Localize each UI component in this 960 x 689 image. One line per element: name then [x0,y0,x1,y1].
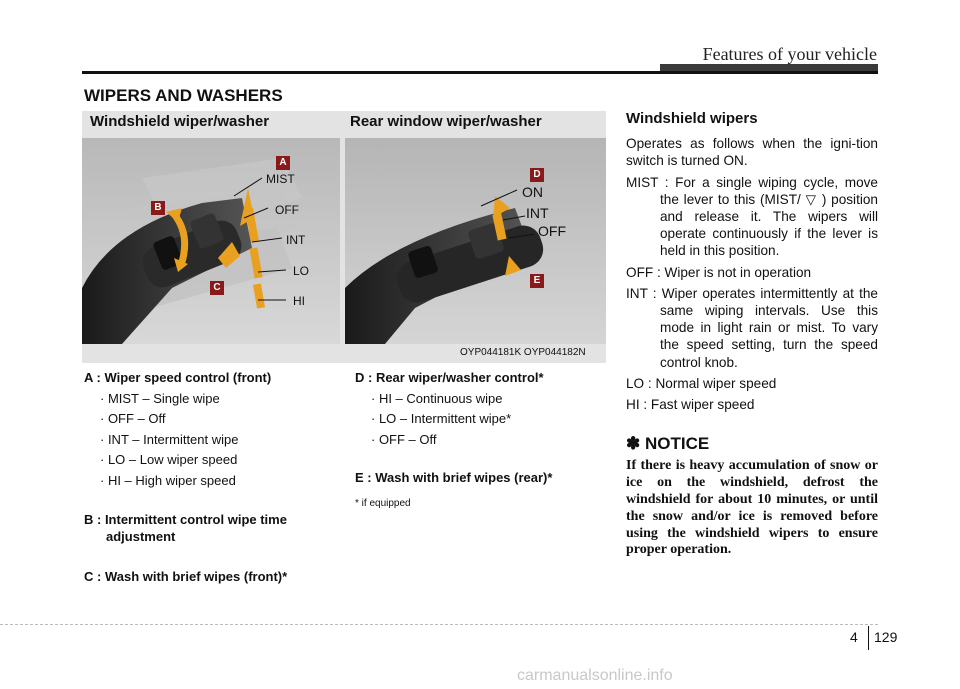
legend-a-title: A : Wiper speed control (front) [84,370,272,385]
footer-rule [0,624,878,626]
section-title: WIPERS AND WASHERS [84,86,283,105]
hi-description: HI : Fast wiper speed [626,397,755,413]
legend-a-item: · INT – Intermittent wipe [100,431,239,447]
notice-heading: ✽ NOTICE [626,434,710,454]
label-int: INT [286,233,306,247]
letter-e-badge: E [530,274,544,288]
off-description: OFF : Wiper is not in operation [626,264,812,280]
footnote: * if equipped [355,497,411,509]
legend-a-item: · MIST – Single wipe [100,390,220,406]
legend-a-item: · LO – Low wiper speed [100,452,238,467]
mist-text-b: ) position and release it. The wipers wi… [660,191,878,259]
mist-symbol-icon: ▽ [800,191,822,207]
footer-page-number: 129 [874,629,898,645]
int-description: INT : Wiper operates intermittently at t… [626,285,878,370]
right-column: Windshield wipers Operates as follows wh… [626,110,878,559]
legend-d-title: D : Rear wiper/washer control* [355,370,544,385]
label-mist: MIST [266,172,295,186]
watermark: carmanualsonline.info [517,667,673,684]
header-title: Features of your vehicle [702,44,877,64]
windshield-wipers-heading: Windshield wipers [626,110,758,127]
rear-wiper-lever-photo [345,138,606,344]
label-off: OFF [275,203,299,217]
front-wiper-lever-photo [82,138,340,344]
label-lo: LO [293,264,310,278]
mid-legend: D : Rear wiper/washer control* · HI – Co… [355,368,615,511]
intro-text: Operates as follows when the igni-tion s… [626,136,878,169]
footer-separator [868,626,869,650]
legend-a-item: · HI – High wiper speed [100,472,236,488]
legend-a-item: · OFF – Off [100,411,166,426]
header-rule [82,71,878,74]
notice-body: If there is heavy accumulation of snow o… [626,458,878,558]
footer-section-number: 4 [850,629,858,645]
mist-text-a: MIST : For a single wiping cycle, move t… [626,174,878,207]
legend-d-item: · HI – Continuous wipe [371,390,503,406]
legend-b-title: B : Intermittent control wipe time [84,512,287,527]
label-on: ON [522,184,543,200]
letter-c-badge: C [210,281,224,295]
legend-d-item: · LO – Intermittent wipe* [371,411,512,426]
mist-description: MIST : For a single wiping cycle, move t… [626,174,878,260]
figure-right-heading: Rear window wiper/washer [350,113,542,130]
label-hi: HI [293,294,305,308]
legend-b-title-cont: adjustment [106,529,176,544]
legend-d-item: · OFF – Off [371,431,437,447]
letter-a-badge: A [276,156,290,170]
figure-caption: OYP044181K OYP044182N [460,347,586,358]
letter-b-badge: B [151,201,165,215]
left-legend: A : Wiper speed control (front) · MIST –… [84,368,344,588]
lo-description: LO : Normal wiper speed [626,375,777,391]
label-int-rear: INT [526,205,549,221]
legend-c-title: C : Wash with brief wipes (front)* [84,569,288,584]
header-accent-bar [660,64,878,71]
figure-left-heading: Windshield wiper/washer [90,113,270,130]
label-off-rear: OFF [538,223,566,239]
letter-d-badge: D [530,168,544,182]
legend-e-title: E : Wash with brief wipes (rear)* [355,470,553,485]
